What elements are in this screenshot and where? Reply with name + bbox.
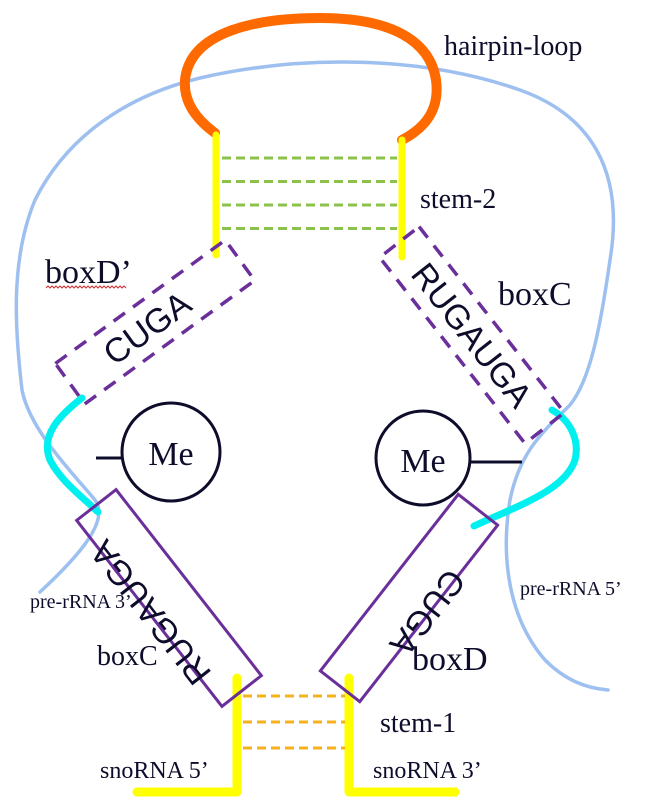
stem1-right-strand <box>344 673 460 797</box>
pre-rrna-5-label: pre-rRNA 5’ <box>520 578 622 600</box>
box-d-prime-label: boxD’ <box>45 254 132 291</box>
box-c-label: boxC <box>97 641 158 672</box>
pre-rrna-3-label: pre-rRNA 3’ <box>30 591 132 613</box>
guide-right <box>470 406 580 530</box>
stem1-left-strand <box>132 673 242 797</box>
methyl-right-circle <box>374 409 472 507</box>
box-c-prime-label: boxC <box>498 276 572 313</box>
hairpin-loop-label: hairpin-loop <box>444 31 582 62</box>
methyl-left-label: Me <box>148 436 193 473</box>
stem2-label: stem-2 <box>420 184 496 215</box>
hairpin-loop <box>179 12 442 145</box>
stem1-label: stem-1 <box>380 708 456 739</box>
snorna-3-label: snoRNA 3’ <box>373 758 482 784</box>
stem1-base-pairs <box>243 694 345 750</box>
pre-rrna-strand <box>14 60 616 692</box>
box-c-prime: RUGAUGA <box>377 224 567 446</box>
snorna-5-label: snoRNA 5’ <box>100 758 209 784</box>
methyl-right-label: Me <box>400 443 445 480</box>
box-d-label: boxD <box>412 641 488 678</box>
methyl-left-circle <box>120 401 222 503</box>
guide-left <box>43 394 102 516</box>
spellcheck-underline <box>45 285 127 289</box>
stem2-base-pairs <box>222 156 397 230</box>
